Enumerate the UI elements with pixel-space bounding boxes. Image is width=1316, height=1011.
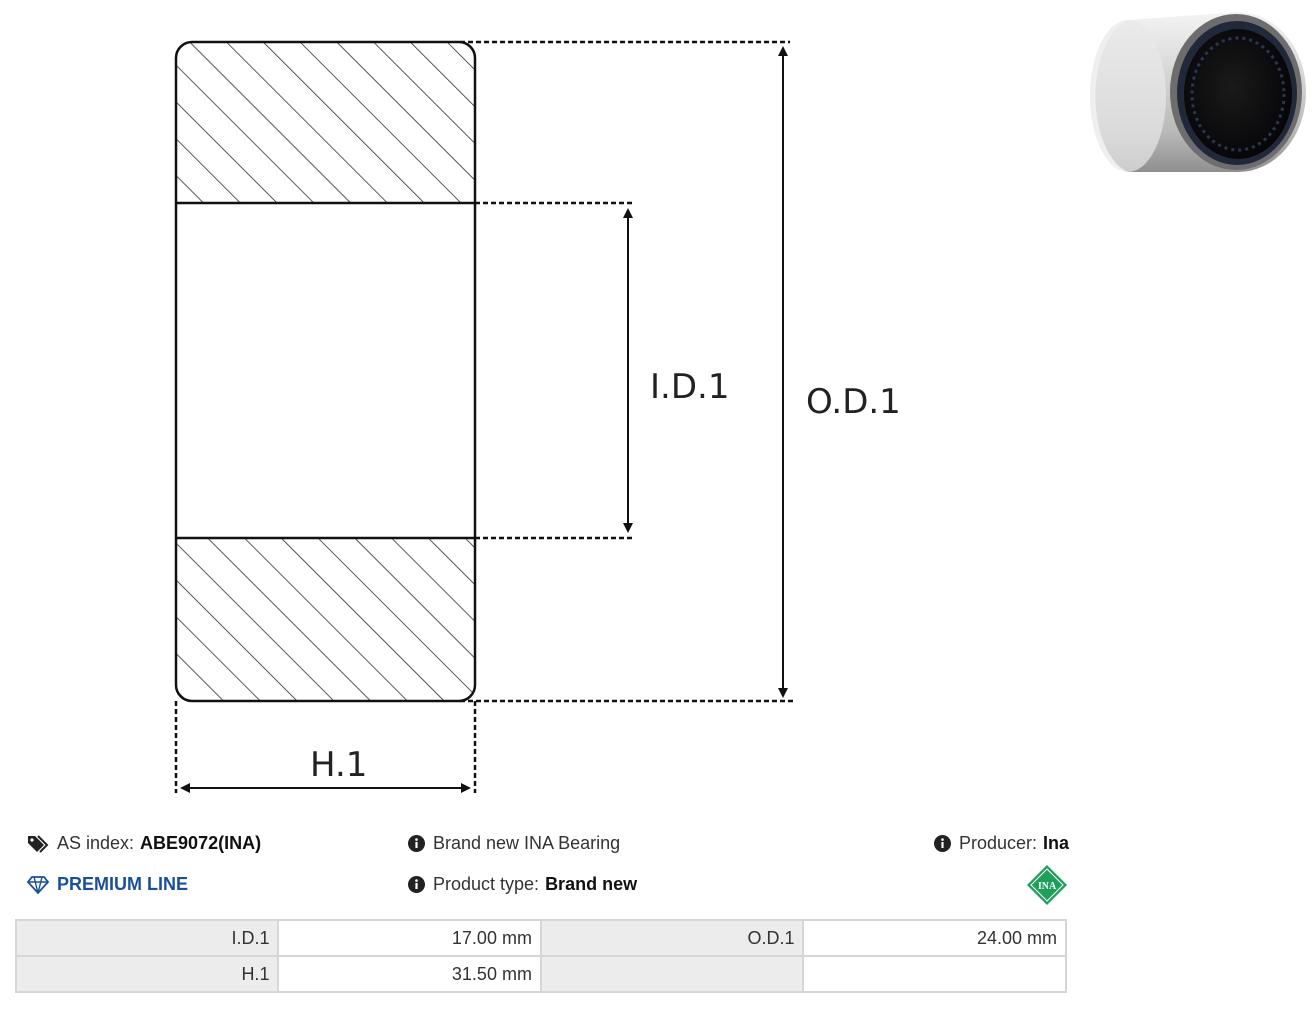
specs-table: I.D.1 17.00 mm O.D.1 24.00 mm H.1 31.50 … [14,919,1067,993]
tags-icon [28,834,49,853]
product-photo [1090,12,1306,172]
spec-value: 17.00 mm [277,919,542,957]
product-type-label: Product type: [433,874,540,894]
producer-info: Producer: Ina [934,833,1069,854]
table-row: I.D.1 17.00 mm O.D.1 24.00 mm [14,919,1067,957]
product-type-value: Brand new [545,874,638,894]
premium-line-label: PREMIUM LINE [57,874,189,894]
producer-value: Ina [1043,833,1070,853]
info-icon [934,835,951,852]
hatched-section [176,42,475,701]
spec-value [802,955,1067,993]
spec-label: O.D.1 [539,919,805,957]
id-label: I.D.1 [650,367,729,407]
as-index-value: ABE9072(INA) [140,833,262,853]
spec-value: 24.00 mm [802,919,1067,957]
spec-value: 31.50 mm [277,955,542,993]
diamond-icon [27,875,49,894]
extension-lines [174,40,795,793]
bearing-outline [174,40,477,703]
product-type: Product type: Brand new [408,874,637,895]
brand-info: Brand new INA Bearing [408,833,620,854]
ina-logo: INA [1027,865,1067,905]
as-index-label: AS index: [57,833,135,853]
od-label: O.D.1 [806,382,901,422]
brand-text: Brand new INA Bearing [433,833,621,853]
as-index: AS index: ABE9072(INA) [27,833,261,854]
table-row: H.1 31.50 mm [14,955,1067,993]
premium-line-badge[interactable]: PREMIUM LINE [27,874,188,895]
producer-label: Producer: [959,833,1038,853]
spec-label: I.D.1 [14,919,280,957]
info-icon [408,876,425,893]
h-label: H.1 [310,745,367,785]
info-icon [408,835,425,852]
spec-label [539,955,805,993]
bearing-dimension-diagram: I.D.1 O.D.1 H.1 [174,40,901,793]
spec-label: H.1 [14,955,280,993]
ina-logo-text: INA [1038,881,1057,892]
